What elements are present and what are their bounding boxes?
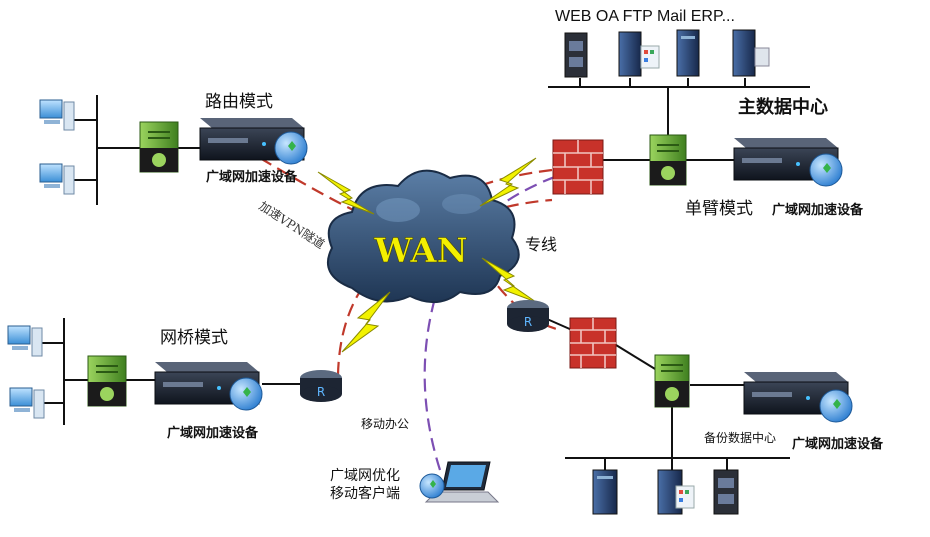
server-icon: [618, 31, 660, 77]
switch-icon: [139, 121, 179, 173]
wan-accelerator-device: [743, 372, 853, 423]
wan-label: WAN: [373, 231, 467, 271]
server-icon: [592, 469, 618, 515]
wan-accelerator-device: [733, 138, 843, 187]
wan-cloud: WAN: [327, 169, 520, 303]
network-links: [38, 78, 810, 470]
laptop-icon: [419, 461, 500, 503]
firewall-icon: [552, 139, 604, 195]
mobile-client-label-line1: 广域网优化: [330, 468, 400, 484]
bridge-mode-label: 网桥模式: [160, 328, 228, 348]
server-icon: [713, 469, 739, 515]
globe-icon: [809, 153, 843, 187]
device-label-bridge: 广域网加速设备: [167, 425, 259, 441]
mobile-office-label: 移动办公: [361, 416, 409, 431]
wan-accelerator-device: [154, 362, 263, 411]
lightning-main-dc-icon: [479, 157, 537, 207]
server-icon: [564, 32, 588, 78]
device-label-routing: 广域网加速设备: [206, 169, 298, 185]
device-label-single-arm: 广域网加速设备: [772, 202, 864, 218]
main-data-center-label: 主数据中心: [738, 96, 828, 118]
single-arm-mode-label: 单臂模式: [685, 199, 753, 219]
globe-icon: [419, 473, 445, 499]
globe-icon: [274, 131, 308, 165]
pc-icon: [39, 163, 75, 195]
pc-icon: [39, 99, 75, 131]
lightning-routing-icon: [317, 171, 375, 215]
router-icon: R: [507, 300, 549, 332]
switch-icon: [654, 354, 690, 408]
backup-data-center-label: 备份数据中心: [704, 430, 776, 445]
switch-icon: [649, 134, 687, 186]
firewall-icon: [569, 317, 617, 369]
lightning-links: [317, 157, 537, 353]
device-label-backup: 广域网加速设备: [792, 436, 884, 452]
services-label: WEB OA FTP Mail ERP...: [555, 8, 735, 25]
mobile-client-label-line2: 移动客户端: [330, 485, 400, 502]
globe-icon: [819, 389, 853, 423]
server-icon: [657, 469, 695, 515]
server-icon: [676, 29, 700, 77]
router-label: R: [524, 315, 532, 329]
switch-icon: [87, 355, 127, 407]
router-label: R: [317, 385, 325, 399]
server-icon: [732, 29, 770, 77]
lightning-bridge-icon: [341, 291, 391, 353]
pc-icon: [9, 387, 45, 419]
router-icon: R: [300, 370, 342, 402]
pc-icon: [7, 325, 43, 357]
globe-icon: [229, 377, 263, 411]
vpn-tunnel-label: 加速VPN隧道: [256, 198, 327, 252]
wan-accelerator-device: [199, 118, 308, 165]
leased-line-label: 专线: [525, 235, 557, 254]
routing-mode-label: 路由模式: [205, 92, 273, 112]
